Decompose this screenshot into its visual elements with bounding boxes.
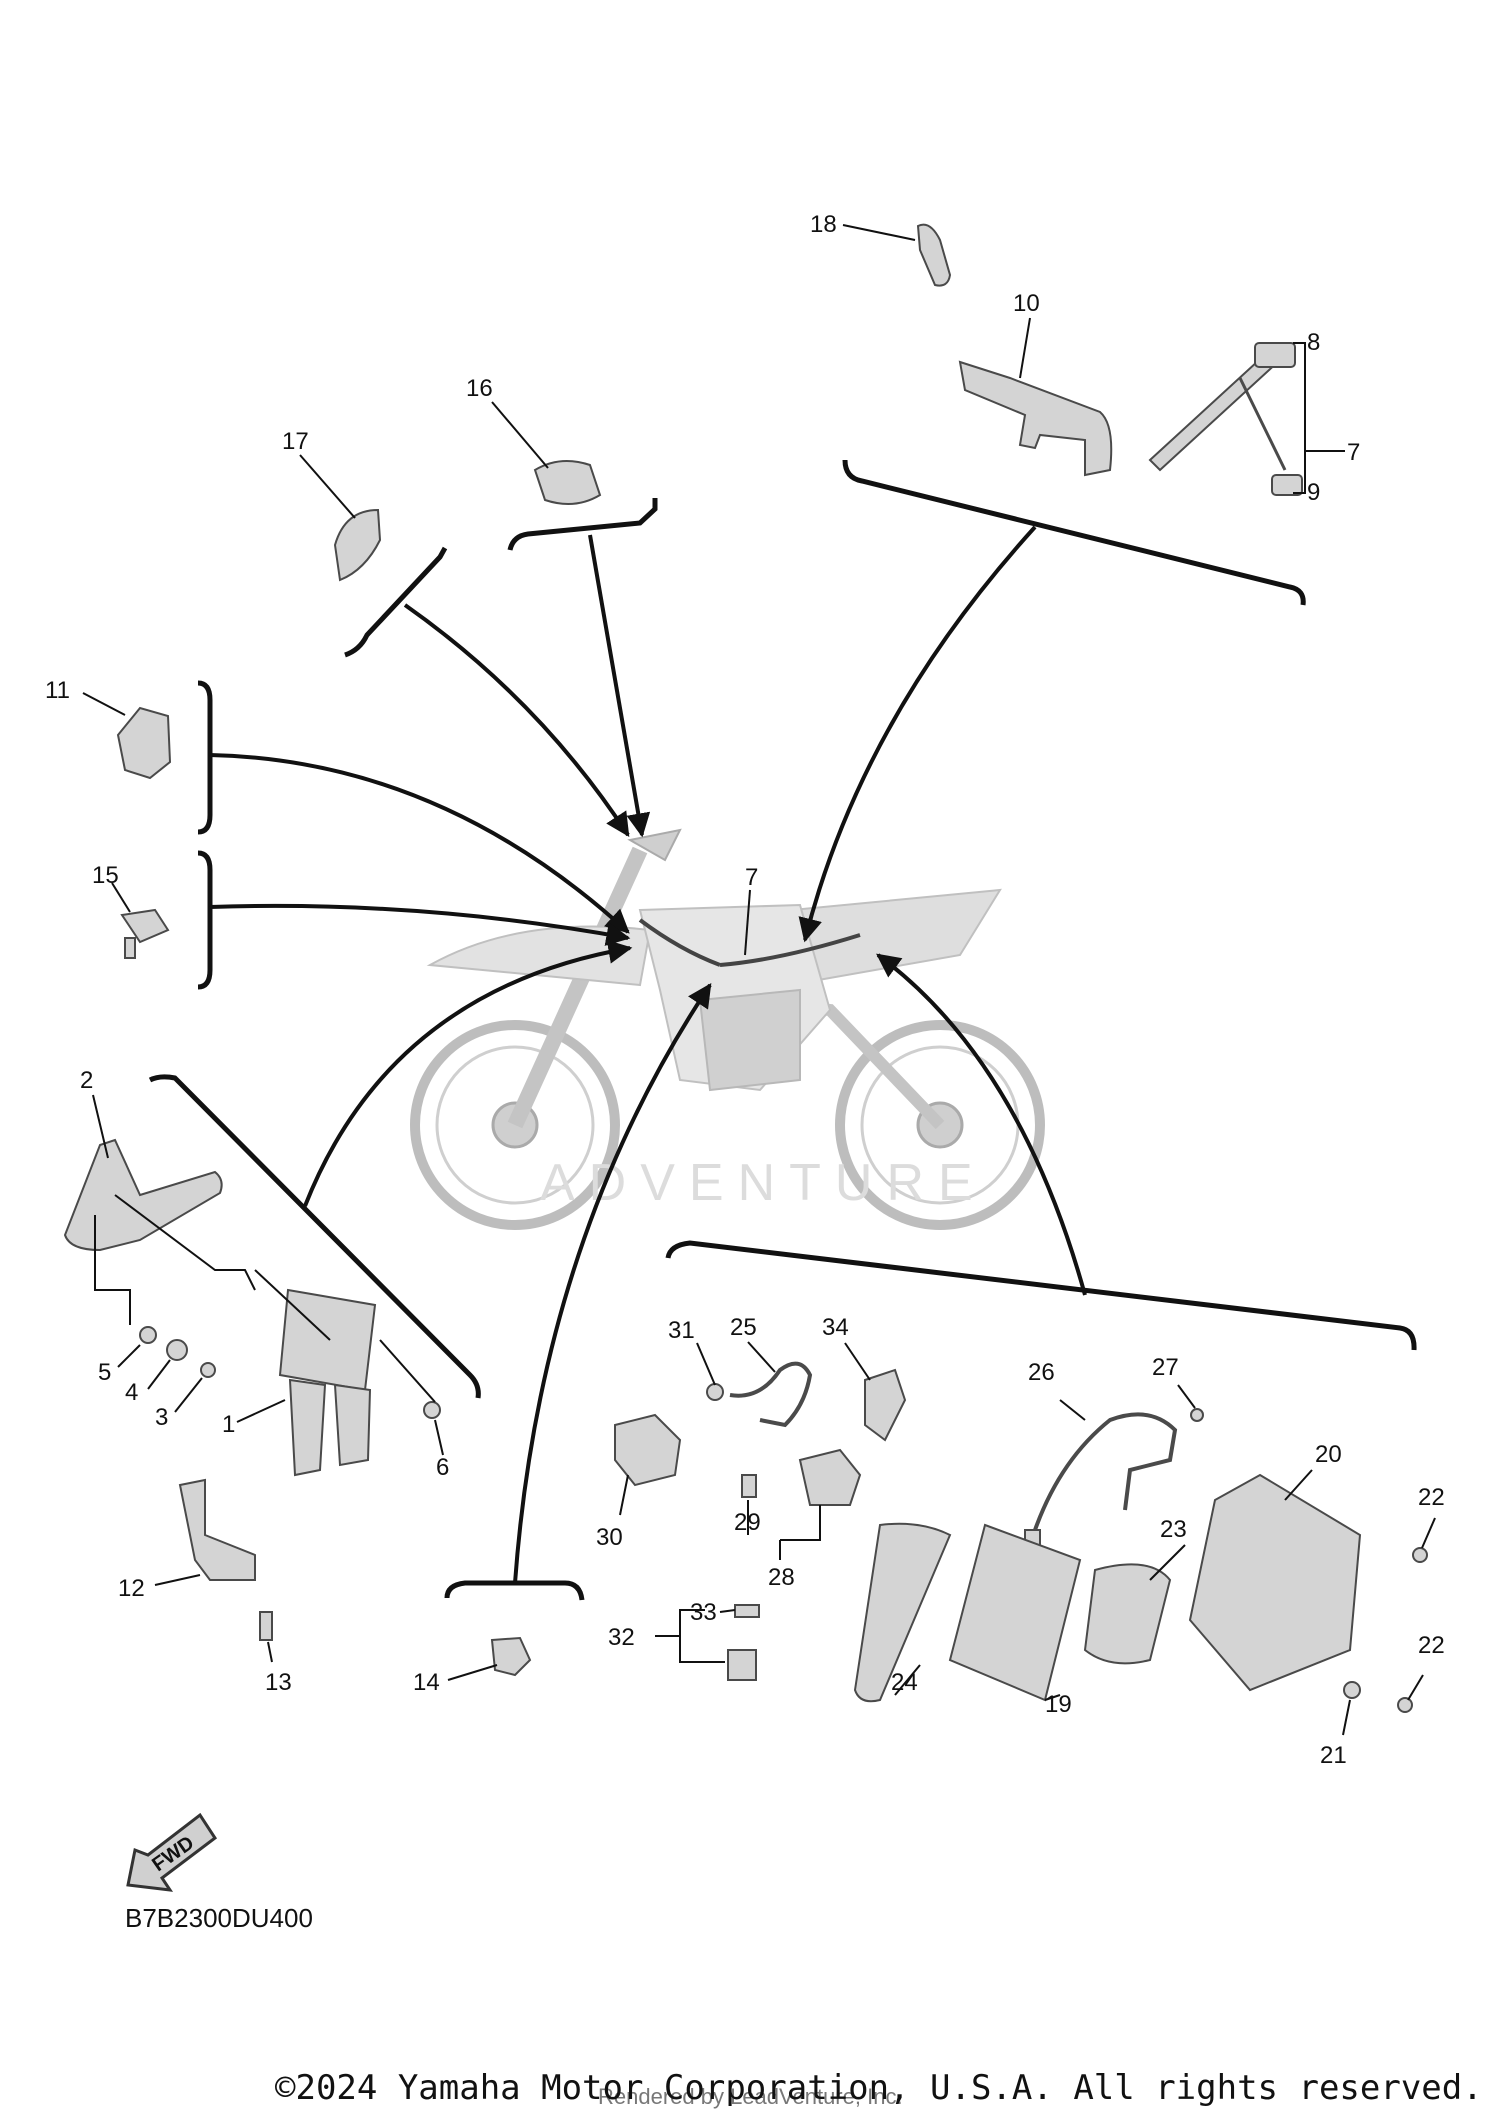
label-14: 14 bbox=[413, 1669, 440, 1696]
cover-24 bbox=[853, 1522, 952, 1703]
diagram-code: B7B2300DU400 bbox=[125, 1903, 313, 1933]
label-10: 10 bbox=[1013, 290, 1040, 317]
group-leaders bbox=[82, 224, 1436, 1736]
label-32: 32 bbox=[608, 1624, 635, 1651]
lead-9 bbox=[1271, 474, 1303, 496]
label-22-upper: 22 bbox=[1418, 1484, 1445, 1511]
label-3: 3 bbox=[155, 1404, 168, 1431]
label-26: 26 bbox=[1028, 1359, 1055, 1386]
band-17 bbox=[333, 508, 382, 582]
label-27: 27 bbox=[1152, 1354, 1179, 1381]
nut-22b bbox=[1397, 1697, 1413, 1713]
fwd-arrow-icon: FWD bbox=[126, 1812, 218, 1892]
label-5: 5 bbox=[98, 1359, 111, 1386]
label-13: 13 bbox=[265, 1669, 292, 1696]
sub-wire-harness-10 bbox=[958, 360, 1113, 477]
coupler-11 bbox=[116, 706, 172, 780]
rectifier-1 bbox=[278, 1288, 377, 1392]
label-4: 4 bbox=[125, 1379, 138, 1406]
case-20 bbox=[1188, 1473, 1362, 1692]
nut-22a bbox=[1412, 1547, 1428, 1563]
bolt-6 bbox=[423, 1401, 441, 1419]
label-8: 8 bbox=[1307, 329, 1320, 356]
label-9: 9 bbox=[1307, 479, 1320, 506]
label-30: 30 bbox=[596, 1524, 623, 1551]
label-20: 20 bbox=[1315, 1441, 1342, 1468]
label-33: 33 bbox=[690, 1599, 717, 1626]
wire-26 bbox=[1033, 1412, 1178, 1531]
label-22-lower: 22 bbox=[1418, 1632, 1445, 1659]
label-28: 28 bbox=[768, 1564, 795, 1591]
nut-5 bbox=[139, 1326, 157, 1344]
clamp-18 bbox=[916, 223, 952, 287]
label-24: 24 bbox=[891, 1669, 918, 1696]
bolt-14 bbox=[490, 1636, 532, 1677]
group-labels: 18 10 8 7 9 16 17 11 15 7 2 5 4 3 1 6 12… bbox=[45, 211, 1445, 1769]
band-16 bbox=[533, 460, 602, 505]
screw-13 bbox=[259, 1611, 273, 1641]
label-17: 17 bbox=[282, 428, 309, 455]
label-25: 25 bbox=[730, 1314, 757, 1341]
label-19: 19 bbox=[1045, 1691, 1072, 1718]
washer-21 bbox=[1343, 1681, 1361, 1699]
label-29: 29 bbox=[734, 1509, 761, 1536]
label-16: 16 bbox=[466, 375, 493, 402]
clamp-34 bbox=[864, 1368, 907, 1442]
label-34: 34 bbox=[822, 1314, 849, 1341]
nut-31 bbox=[706, 1383, 724, 1401]
motorcycle-illustration bbox=[410, 828, 1045, 1230]
clip-27 bbox=[1190, 1408, 1204, 1422]
label-11: 11 bbox=[45, 677, 70, 704]
relay-28 bbox=[798, 1448, 862, 1506]
lead-8 bbox=[1254, 342, 1296, 368]
label-18: 18 bbox=[810, 211, 837, 238]
label-6: 6 bbox=[436, 1454, 449, 1481]
relay-30 bbox=[614, 1413, 682, 1487]
pad-23 bbox=[1083, 1563, 1172, 1665]
sensor-15 bbox=[120, 908, 170, 944]
group-parts bbox=[63, 223, 1428, 1713]
label-31: 31 bbox=[668, 1317, 695, 1344]
copyright-notice: ©2024 Yamaha Motor Corporation, U.S.A. A… bbox=[275, 2068, 1483, 2108]
rendered-by-note: Rendered by LeadVenture, Inc. bbox=[598, 2084, 903, 2109]
label-2: 2 bbox=[80, 1067, 93, 1094]
label-21: 21 bbox=[1320, 1742, 1347, 1769]
label-15: 15 bbox=[92, 862, 119, 889]
fuse-29 bbox=[741, 1474, 757, 1498]
group-arrows bbox=[209, 525, 1087, 1584]
stay-12 bbox=[178, 1478, 256, 1581]
wire-25 bbox=[729, 1361, 813, 1428]
label-7-bike: 7 bbox=[745, 864, 758, 891]
label-12: 12 bbox=[118, 1575, 145, 1602]
fuse-32 bbox=[727, 1649, 757, 1681]
sensor-15-tip bbox=[124, 937, 136, 959]
washer-4 bbox=[166, 1339, 188, 1361]
label-1: 1 bbox=[222, 1411, 235, 1438]
label-23: 23 bbox=[1160, 1516, 1187, 1543]
bracket-2 bbox=[63, 1138, 223, 1252]
battery-19 bbox=[948, 1523, 1082, 1702]
nut-3 bbox=[200, 1362, 216, 1378]
fuse-33 bbox=[734, 1604, 760, 1618]
label-7-upper: 7 bbox=[1347, 439, 1360, 466]
